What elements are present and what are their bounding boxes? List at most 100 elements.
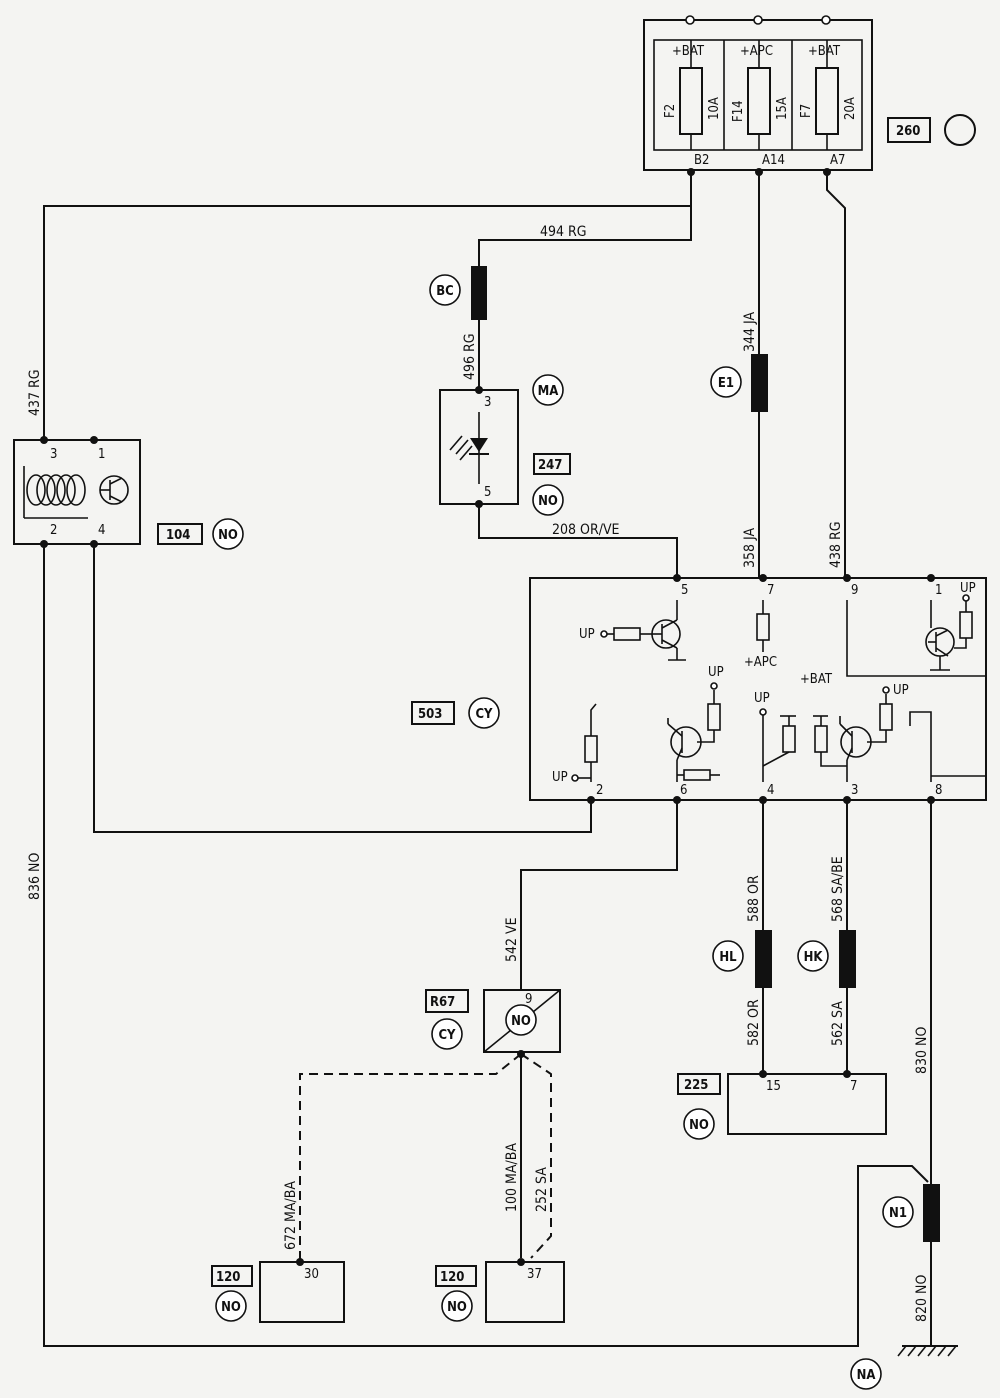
fuse-f2 bbox=[679, 67, 703, 135]
c247-pin-3: 3 bbox=[484, 395, 491, 410]
component-120-b: 37 120 NO bbox=[435, 1258, 565, 1323]
c104-pin-3: 3 bbox=[50, 447, 57, 462]
component-247: 3 5 247 NO bbox=[439, 386, 571, 516]
wire-label-836: 836 NO bbox=[27, 853, 43, 900]
wire-label-358: 358 JA bbox=[742, 528, 758, 569]
wire-label-568: 568 SA/BE bbox=[830, 856, 846, 922]
component-503: 5 7 9 1 2 6 4 3 8 UP +APC +B bbox=[411, 574, 987, 804]
fusebox-code: 260 bbox=[896, 124, 920, 139]
c120a-code: 120 bbox=[216, 1270, 240, 1285]
fuse-f7-id: F7 bbox=[799, 104, 814, 118]
c503-transistor-icon-pin3 bbox=[840, 726, 872, 758]
c104-code: 104 bbox=[166, 528, 190, 543]
c503-pin-5: 5 bbox=[681, 583, 688, 598]
wire-label-437: 437 RG bbox=[27, 369, 43, 416]
wire-label-100: 100 MA/BA bbox=[504, 1143, 520, 1212]
wire-label-582: 582 OR bbox=[746, 999, 762, 1046]
ground-symbol bbox=[897, 1345, 958, 1357]
wire-label-562: 562 SA bbox=[830, 1001, 846, 1046]
wire-label-830: 830 NO bbox=[914, 1027, 930, 1074]
c503-transistor-icon bbox=[651, 619, 681, 649]
fuse-f2-supply: +BAT bbox=[672, 44, 705, 59]
c503-code: 503 bbox=[418, 707, 442, 722]
wire-label-672: 672 MA/BA bbox=[283, 1181, 299, 1250]
wire-label-820: 820 NO bbox=[914, 1275, 930, 1322]
c503-up-label-6: UP bbox=[893, 683, 909, 698]
fuse-f7 bbox=[815, 67, 839, 135]
component-r67: NO 9 R67 CY bbox=[425, 989, 561, 1058]
c503-up-label-4: UP bbox=[708, 665, 724, 680]
c503-pin-8: 8 bbox=[935, 783, 942, 798]
wire-label-542: 542 VE bbox=[504, 917, 520, 962]
inline-connectors: BC E1 MA HL HK N1 NA bbox=[429, 266, 940, 1390]
c503-up-label-2: UP bbox=[960, 581, 976, 596]
fuse-f7-rating: 20A bbox=[843, 97, 858, 120]
component-120-a: 30 120 NO bbox=[211, 1258, 345, 1323]
component-225: 15 7 225 NO bbox=[677, 1070, 887, 1140]
c503-pin-4: 4 bbox=[767, 783, 774, 798]
c503-pin-9: 9 bbox=[851, 583, 858, 598]
c104-color: NO bbox=[218, 528, 238, 543]
connector-bc: BC bbox=[436, 284, 454, 299]
connector-hk: HK bbox=[804, 950, 824, 965]
c247-pin-5: 5 bbox=[484, 485, 491, 500]
c120b-color: NO bbox=[447, 1300, 467, 1315]
wire-label-438: 438 RG bbox=[828, 521, 844, 568]
fuse-f14 bbox=[747, 67, 771, 135]
wire-label-252: 252 SA bbox=[534, 1167, 550, 1212]
c503-up-label-3: UP bbox=[552, 770, 568, 785]
component-104: 3 1 2 4 104 NO bbox=[13, 436, 244, 550]
led-icon bbox=[470, 438, 488, 452]
wire-label-208: 208 OR/VE bbox=[552, 522, 620, 538]
c503-pin-7: 7 bbox=[767, 583, 774, 598]
c225-code: 225 bbox=[684, 1078, 708, 1093]
c503-bat-label: +BAT bbox=[800, 672, 833, 687]
r67-color: CY bbox=[438, 1028, 456, 1043]
r67-inner: NO bbox=[511, 1014, 531, 1029]
connector-e1: E1 bbox=[718, 376, 734, 391]
fusebox-ground-symbol bbox=[944, 114, 976, 146]
connector-na: NA bbox=[857, 1368, 876, 1383]
wire-label-588: 588 OR bbox=[746, 875, 762, 922]
fuse-f14-supply: +APC bbox=[740, 44, 773, 59]
r67-pin-9: 9 bbox=[525, 992, 532, 1007]
fuse-f7-supply: +BAT bbox=[808, 44, 841, 59]
c104-pin-2: 2 bbox=[50, 523, 57, 538]
c120b-code: 120 bbox=[440, 1270, 464, 1285]
fuse-f2-id: F2 bbox=[663, 104, 678, 118]
c503-up-label-5: UP bbox=[754, 691, 770, 706]
fuse-f7-pin: A7 bbox=[830, 153, 845, 168]
fuse-f14-id: F14 bbox=[731, 100, 746, 122]
c247-color: NO bbox=[538, 494, 558, 509]
connector-n1: N1 bbox=[889, 1206, 907, 1221]
c225-pin-7: 7 bbox=[850, 1079, 857, 1094]
c503-pin-6: 6 bbox=[680, 783, 687, 798]
wire-label-344: 344 JA bbox=[742, 312, 758, 353]
connector-hl: HL bbox=[719, 950, 737, 965]
fusebox: +BAT +APC +BAT F2 F14 F7 10A 15A 20A B2 … bbox=[643, 15, 976, 176]
fuse-f2-pin: B2 bbox=[694, 153, 709, 168]
c247-code: 247 bbox=[538, 458, 562, 473]
c503-color: CY bbox=[475, 707, 493, 722]
c120b-pin-37: 37 bbox=[527, 1267, 542, 1282]
fuse-f14-pin: A14 bbox=[762, 153, 785, 168]
connector-ma: MA bbox=[538, 384, 559, 399]
r67-code: R67 bbox=[430, 995, 455, 1010]
c503-apc-label: +APC bbox=[744, 655, 777, 670]
c120a-color: NO bbox=[221, 1300, 241, 1315]
wire-label-496: 496 RG bbox=[462, 333, 478, 380]
fuse-f14-rating: 15A bbox=[775, 97, 790, 120]
wire-label-494: 494 RG bbox=[540, 224, 587, 240]
wires bbox=[43, 172, 932, 1347]
c120a-pin-30: 30 bbox=[304, 1267, 319, 1282]
c104-pin-1: 1 bbox=[98, 447, 105, 462]
c503-pin-3: 3 bbox=[851, 783, 858, 798]
c503-transistor-icon-pin6 bbox=[670, 726, 702, 758]
c503-up-label-1: UP bbox=[579, 627, 595, 642]
c225-pin-15: 15 bbox=[766, 1079, 781, 1094]
wire-labels: 494 RG 496 RG 344 JA 437 RG 836 NO 208 O… bbox=[27, 224, 930, 1322]
c225-color: NO bbox=[689, 1118, 709, 1133]
fuse-f2-rating: 10A bbox=[707, 97, 722, 120]
c104-pin-4: 4 bbox=[98, 523, 105, 538]
